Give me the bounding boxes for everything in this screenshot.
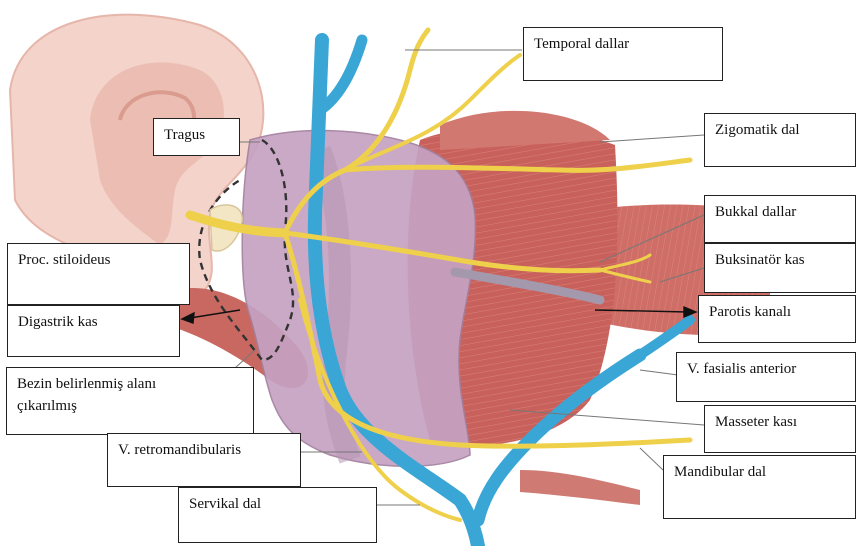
label-retromandibular-vein: V. retromandibularis [107, 433, 301, 487]
label-styloid-process: Proc. stiloideus [7, 243, 190, 305]
label-cervical-branch: Servikal dal [178, 487, 377, 543]
label-parotid-duct: Parotis kanalı [698, 295, 856, 343]
label-masseter-muscle: Masseter kası [704, 405, 856, 453]
label-mandibular-branch: Mandibular dal [663, 455, 856, 519]
label-buccinator-muscle: Buksinatör kas [704, 243, 856, 293]
label-temporal-branches: Temporal dallar [523, 27, 723, 81]
label-zygomatic-branch: Zigomatik dal [704, 113, 856, 167]
label-buccal-branches: Bukkal dallar [704, 195, 856, 243]
label-digastric-muscle: Digastrik kas [7, 305, 180, 357]
label-tragus: Tragus [153, 118, 240, 156]
label-removed-gland-area: Bezin belirlenmiş alanı çıkarılmış [6, 367, 254, 435]
label-facial-vein: V. fasialis anterior [676, 352, 856, 402]
